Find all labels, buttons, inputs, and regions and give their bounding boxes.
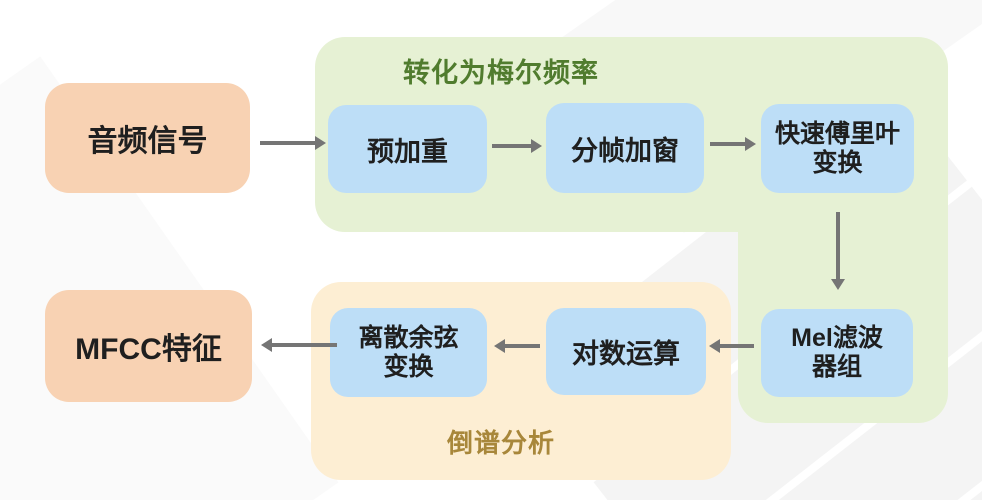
node-pre-emphasis: 预加重 bbox=[328, 105, 487, 193]
node-label: 预加重 bbox=[367, 136, 448, 167]
node-dct: 离散余弦 变换 bbox=[330, 308, 487, 397]
node-label-line: 变换 bbox=[383, 352, 434, 381]
arrow-log-to-dct bbox=[505, 344, 540, 348]
node-label: 分帧加窗 bbox=[571, 135, 679, 166]
node-label-line: 变换 bbox=[812, 148, 863, 177]
node-label: MFCC特征 bbox=[75, 333, 222, 366]
node-label: 音频信号 bbox=[87, 125, 208, 158]
mel-group-title: 转化为梅尔频率 bbox=[403, 58, 599, 88]
node-label-line: Mel滤波 bbox=[791, 324, 883, 352]
node-log-operation: 对数运算 bbox=[546, 308, 706, 395]
node-fft: 快速傅里叶 变换 bbox=[761, 104, 914, 193]
arrow-dct-to-mfcc bbox=[272, 343, 337, 347]
node-framing-windowing: 分帧加窗 bbox=[546, 103, 704, 193]
arrow-preemphasis-to-framing bbox=[492, 144, 531, 148]
arrow-melfilter-to-log bbox=[720, 344, 754, 348]
node-label: 对数运算 bbox=[572, 339, 680, 369]
cepstrum-group-title: 倒谱分析 bbox=[447, 428, 556, 458]
node-mel-filter-bank: Mel滤波 器组 bbox=[761, 309, 913, 397]
arrow-framing-to-fft bbox=[710, 142, 745, 146]
node-label-line: 快速傅里叶 bbox=[774, 119, 900, 148]
node-mfcc-features: MFCC特征 bbox=[45, 290, 252, 402]
arrow-audio-to-preemphasis bbox=[260, 141, 315, 145]
node-label-line: 离散余弦 bbox=[358, 323, 459, 352]
arrow-fft-to-melfilter bbox=[836, 212, 840, 279]
node-label-line: 器组 bbox=[811, 353, 862, 381]
node-audio-signal: 音频信号 bbox=[45, 83, 250, 193]
